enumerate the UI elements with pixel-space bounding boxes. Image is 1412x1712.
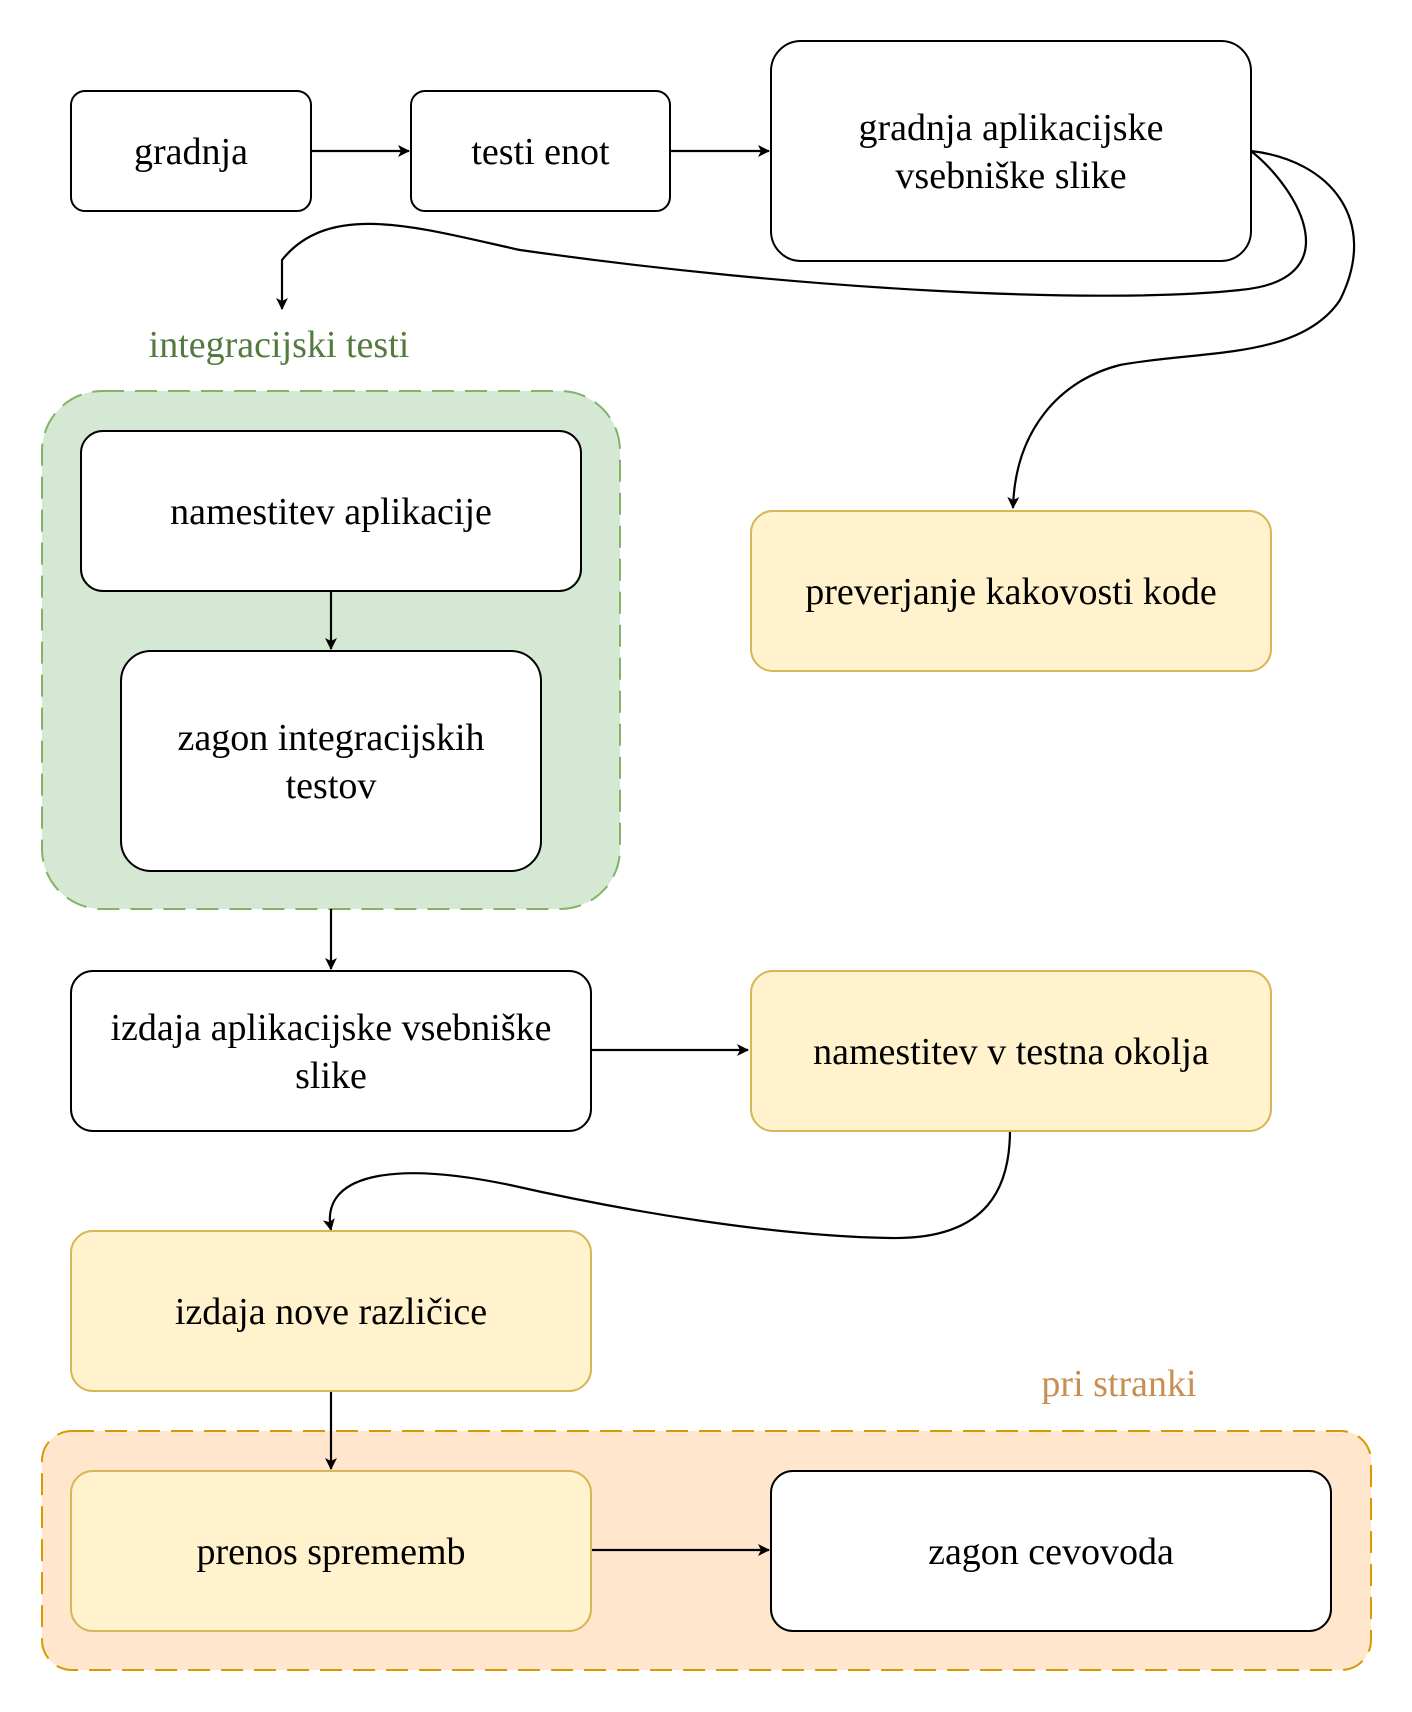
node-unit-tests-label-line-1: testi enot <box>471 131 610 173</box>
node-run-pipeline-box <box>770 1470 1332 1632</box>
node-container-build-label-line-2: vsebniške slike <box>895 155 1126 197</box>
node-deploy-app-box <box>80 430 582 592</box>
nodes: gradnja testi enot gradnja aplikacijske vse… <box>70 40 1332 1632</box>
node-code-quality: preverjanje kakovosti kode <box>750 510 1272 672</box>
node-container-build-box <box>770 40 1252 262</box>
node-publish-image-label-line-1: izdaja aplikacijske vsebniške <box>110 1007 551 1049</box>
node-code-quality-label-line-1: preverjanje kakovosti kode <box>805 571 1217 613</box>
node-release-version-box <box>70 1230 592 1392</box>
node-code-quality-box <box>750 510 1272 672</box>
node-run-integration-box <box>120 650 542 872</box>
node-publish-image-box <box>70 970 592 1132</box>
node-container-build: gradnja aplikacijske vsebniške slike <box>770 40 1252 262</box>
node-container-build-label-line-1: gradnja aplikacijske <box>859 107 1164 149</box>
node-release-version-label-line-1: izdaja nove različice <box>175 1291 487 1333</box>
node-run-integration-label-line-2: testov <box>286 765 377 807</box>
node-run-integration-label-line-1: zagon integracijskih <box>177 717 484 759</box>
node-build-label-line-1: gradnja <box>134 131 248 173</box>
node-transfer-changes-label-line-1: prenos sprememb <box>196 1531 465 1573</box>
edge-deploy-test-env-to-release-version <box>322 1129 1012 1240</box>
edges <box>276 145 1356 1556</box>
node-deploy-test-env: namestitev v testna okolja <box>750 970 1272 1132</box>
edge-container-build-to-code-quality <box>1007 149 1356 509</box>
node-unit-tests: testi enot <box>410 90 671 212</box>
group-client-label: pri stranki <box>1041 1363 1196 1405</box>
node-run-pipeline-label-line-1: zagon cevovoda <box>928 1531 1174 1573</box>
node-run-integration: zagon integracijskih testov <box>120 650 542 872</box>
node-publish-image: izdaja aplikacijske vsebniške slike <box>70 970 592 1132</box>
node-deploy-app: namestitev aplikacije <box>80 430 582 592</box>
node-deploy-test-env-box <box>750 970 1272 1132</box>
node-run-pipeline: zagon cevovoda <box>770 1470 1332 1632</box>
node-deploy-app-label-line-1: namestitev aplikacije <box>170 491 492 533</box>
node-transfer-changes: prenos sprememb <box>70 1470 592 1632</box>
node-build: gradnja <box>70 90 312 212</box>
edge-container-build-to-integration <box>276 150 1307 310</box>
node-build-box <box>70 90 312 212</box>
group-integration-label: integracijski testi <box>149 324 410 366</box>
node-transfer-changes-box <box>70 1470 592 1632</box>
node-publish-image-label-line-2: slike <box>295 1055 367 1097</box>
node-unit-tests-box <box>410 90 671 212</box>
node-release-version: izdaja nove različice <box>70 1230 592 1392</box>
node-deploy-test-env-label-line-1: namestitev v testna okolja <box>813 1031 1209 1073</box>
